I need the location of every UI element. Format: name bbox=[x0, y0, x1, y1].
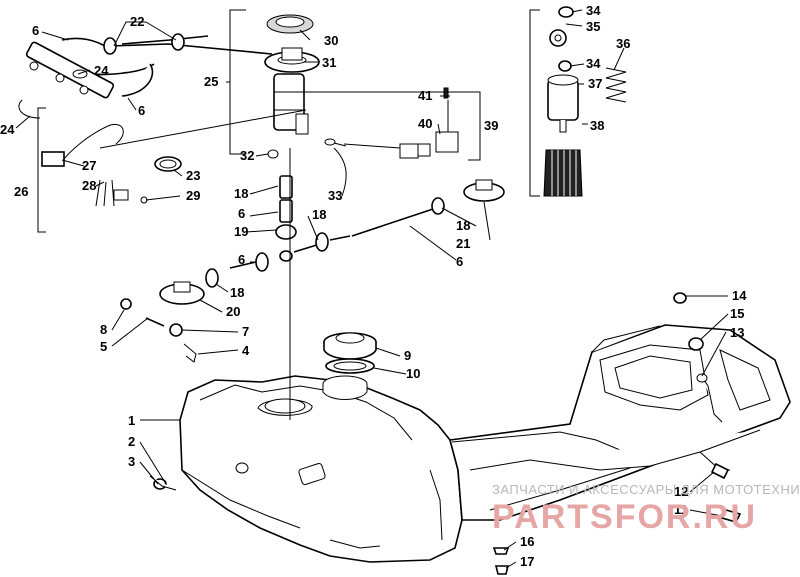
callout-9: 9 bbox=[404, 348, 411, 363]
callout-35: 35 bbox=[586, 19, 600, 34]
watermark: ЗАПЧАСТИ И АКСЕССУАРЫ ДЛЯ МОТОТЕХНИКИ PA… bbox=[492, 482, 800, 536]
callout-40: 40 bbox=[418, 116, 432, 131]
callout-33: 33 bbox=[328, 188, 342, 203]
callout-10: 10 bbox=[406, 366, 420, 381]
callout-32: 32 bbox=[240, 148, 254, 163]
fuel-hoses bbox=[18, 33, 505, 363]
fuel-pump-assembly bbox=[264, 14, 320, 159]
fuel-tank-body bbox=[179, 375, 463, 563]
gas-cap bbox=[323, 332, 377, 360]
callout-29: 29 bbox=[186, 188, 200, 203]
callout-6-hose-left: 6 bbox=[138, 103, 145, 118]
callout-13: 13 bbox=[730, 325, 744, 340]
callout-38: 38 bbox=[590, 118, 604, 133]
callout-24-top: 24 bbox=[94, 63, 109, 78]
callout-6-hose-center: 6 bbox=[238, 206, 245, 221]
wire-harness bbox=[41, 124, 182, 207]
callout-2: 2 bbox=[128, 434, 135, 449]
callout-1: 1 bbox=[128, 413, 135, 428]
callout-20: 20 bbox=[226, 304, 240, 319]
callout-25: 25 bbox=[204, 74, 218, 89]
fuel-pump-detail bbox=[543, 6, 627, 197]
callout-15: 15 bbox=[730, 306, 744, 321]
callout-24-left: 24 bbox=[0, 122, 15, 137]
seat-base-pan bbox=[448, 324, 791, 521]
filler-gasket bbox=[325, 358, 375, 374]
callout-labels: 1 2 3 4 5 6 6 6 6 6 7 8 9 10 11 12 13 14… bbox=[0, 3, 747, 569]
callout-6-hose-top: 6 bbox=[32, 23, 39, 38]
callout-27: 27 bbox=[82, 158, 96, 173]
leader-lines bbox=[15, 9, 729, 569]
callout-5: 5 bbox=[100, 339, 107, 354]
watermark-caption: ЗАПЧАСТИ И АКСЕССУАРЫ ДЛЯ МОТОТЕХНИКИ bbox=[492, 482, 800, 497]
callout-39: 39 bbox=[484, 118, 498, 133]
callout-21: 21 bbox=[456, 236, 470, 251]
callout-3: 3 bbox=[128, 454, 135, 469]
fuel-sensor bbox=[324, 87, 459, 159]
callout-8: 8 bbox=[100, 322, 107, 337]
callout-17: 17 bbox=[520, 554, 534, 569]
watermark-logo: PARTSFOR.RU bbox=[492, 498, 757, 536]
callout-31: 31 bbox=[322, 55, 336, 70]
callout-18-middle: 18 bbox=[312, 207, 326, 222]
callout-18-lower: 18 bbox=[230, 285, 244, 300]
callout-18-upper: 18 bbox=[234, 186, 248, 201]
callout-19: 19 bbox=[234, 224, 248, 239]
callout-37: 37 bbox=[588, 76, 602, 91]
callout-26: 26 bbox=[14, 184, 28, 199]
callout-18-right: 18 bbox=[456, 218, 470, 233]
callout-30: 30 bbox=[324, 33, 338, 48]
callout-34-top: 34 bbox=[586, 3, 601, 18]
mount-fasteners bbox=[492, 462, 742, 575]
callout-36: 36 bbox=[616, 36, 630, 51]
callout-16: 16 bbox=[520, 534, 534, 549]
callout-14: 14 bbox=[732, 288, 747, 303]
callout-7: 7 bbox=[242, 324, 249, 339]
callout-11: 11 bbox=[674, 502, 688, 517]
callout-6-hose-right: 6 bbox=[456, 254, 463, 269]
callout-22: 22 bbox=[130, 14, 144, 29]
vent-assembly bbox=[149, 292, 723, 491]
callout-4: 4 bbox=[242, 343, 250, 358]
callout-41: 41 bbox=[418, 88, 432, 103]
callout-23: 23 bbox=[186, 168, 200, 183]
callout-34-middle: 34 bbox=[586, 56, 601, 71]
callout-28: 28 bbox=[82, 178, 96, 193]
callout-6-hose-lower: 6 bbox=[238, 252, 245, 267]
callout-12: 12 bbox=[674, 484, 688, 499]
